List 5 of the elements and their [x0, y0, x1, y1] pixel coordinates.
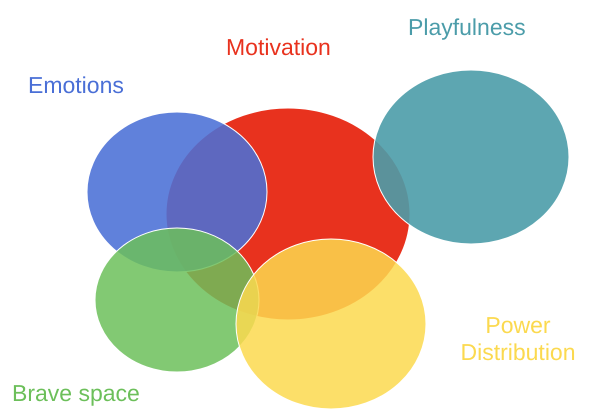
circle-label: Motivation — [226, 34, 331, 61]
circle-label: Brave space — [12, 380, 140, 407]
circle-label: Power Distribution — [459, 312, 577, 366]
circle-label: Emotions — [28, 72, 124, 99]
circle-label: Playfulness — [408, 14, 526, 41]
